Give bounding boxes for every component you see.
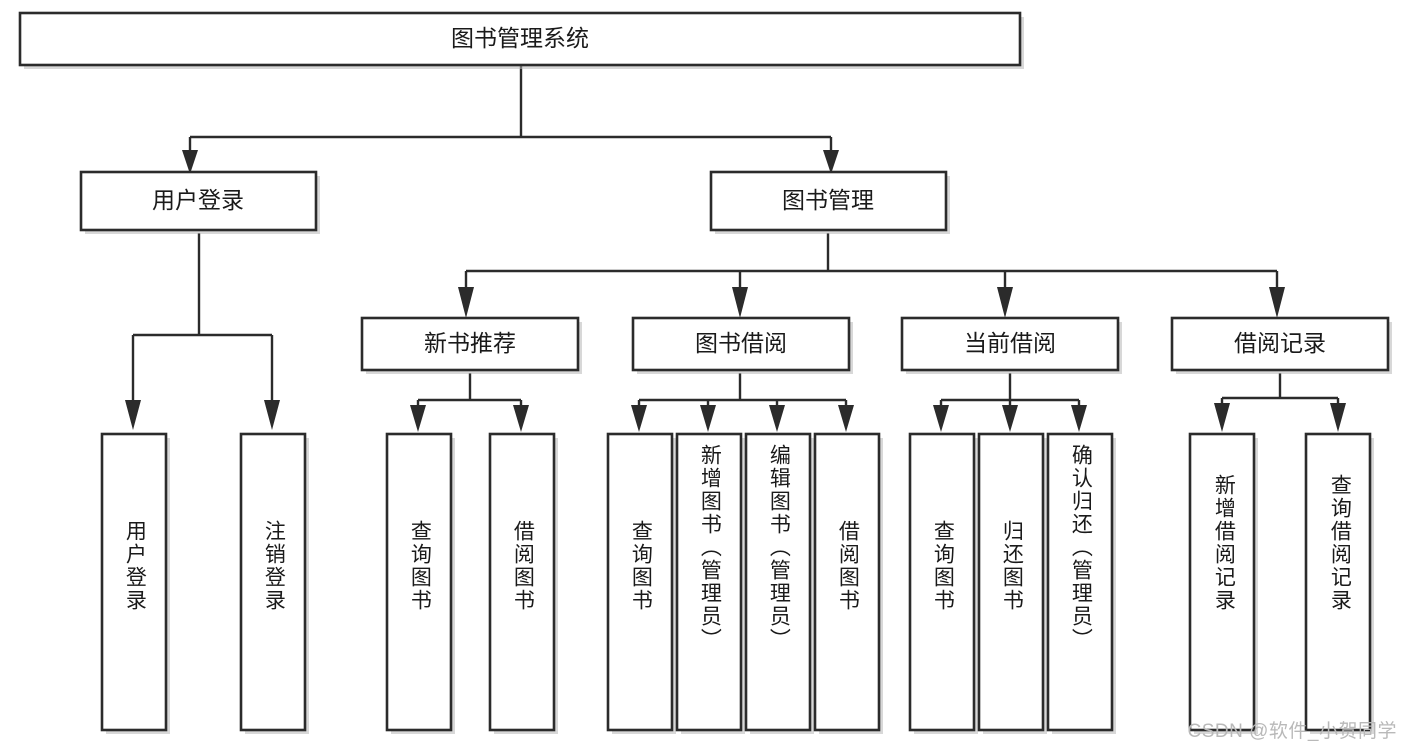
- arrowhead-leaf-confirm-return: [1071, 405, 1087, 432]
- arrowhead-book-borrow: [732, 287, 748, 318]
- node-box-book-borrow[interactable]: [631, 316, 851, 372]
- arrowhead-leaf-query-book-1: [410, 405, 426, 432]
- arrowhead-user-login: [182, 150, 198, 174]
- arrowhead-leaf-query-record: [1330, 403, 1346, 432]
- arrowhead-leaf-add-record: [1214, 403, 1230, 432]
- node-box-leaf-borrow-book-2[interactable]: [813, 432, 881, 732]
- arrowhead-leaf-user-login: [125, 400, 141, 430]
- node-box-leaf-query-record[interactable]: [1304, 432, 1372, 732]
- node-box-leaf-add-book[interactable]: [675, 432, 743, 732]
- arrowhead-borrow-record: [1269, 287, 1285, 318]
- node-box-leaf-query-book-1[interactable]: [385, 432, 453, 732]
- arrowhead-leaf-query-book-2: [631, 405, 647, 432]
- arrowhead-leaf-borrow-book-2: [838, 405, 854, 432]
- node-label-root: 图书管理系统: [451, 25, 589, 51]
- node-label-borrow-record: 借阅记录: [1234, 330, 1326, 356]
- node-box-leaf-query-book-3[interactable]: [908, 432, 976, 732]
- node-box-user-login[interactable]: [79, 170, 318, 232]
- node-box-leaf-edit-book[interactable]: [744, 432, 812, 732]
- arrowhead-book-manage: [823, 150, 839, 174]
- arrowhead-leaf-edit-book: [769, 405, 785, 432]
- node-box-book-manage[interactable]: [709, 170, 948, 232]
- node-label-new-book-rec: 新书推荐: [424, 330, 516, 356]
- node-box-borrow-record[interactable]: [1170, 316, 1390, 372]
- watermark-text: CSDN @软件_小贺同学: [1187, 721, 1397, 742]
- node-box-current-borrow[interactable]: [900, 316, 1120, 372]
- node-layer: 图书管理系统 用户登录 图书管理 新书推荐 图书借阅 当前借阅 借阅记录: [18, 11, 1392, 734]
- node-box-leaf-user-login[interactable]: [100, 432, 168, 732]
- node-box-leaf-return-book[interactable]: [977, 432, 1045, 732]
- node-box-leaf-confirm-return[interactable]: [1046, 432, 1114, 732]
- arrowhead-leaf-query-book-3: [933, 405, 949, 432]
- node-box-new-book-rec[interactable]: [360, 316, 580, 372]
- node-label-current-borrow: 当前借阅: [964, 330, 1056, 356]
- arrowhead-leaf-add-book: [700, 405, 716, 432]
- arrowhead-leaf-borrow-book-1: [513, 405, 529, 432]
- node-label-user-login: 用户登录: [152, 187, 244, 213]
- node-box-leaf-borrow-book-1[interactable]: [488, 432, 556, 732]
- node-box-leaf-logout[interactable]: [239, 432, 307, 732]
- node-box-root[interactable]: [18, 11, 1022, 67]
- node-label-book-borrow: 图书借阅: [695, 330, 787, 356]
- node-box-leaf-add-record[interactable]: [1188, 432, 1256, 732]
- arrowhead-leaf-return-book: [1002, 405, 1018, 432]
- arrowhead-current-borrow: [997, 287, 1013, 318]
- arrowhead-leaf-logout: [264, 400, 280, 430]
- node-box-leaf-query-book-2[interactable]: [606, 432, 674, 732]
- arrowhead-layer: [125, 150, 1346, 432]
- arrowhead-new-book-rec: [458, 287, 474, 318]
- node-label-book-manage: 图书管理: [782, 187, 874, 213]
